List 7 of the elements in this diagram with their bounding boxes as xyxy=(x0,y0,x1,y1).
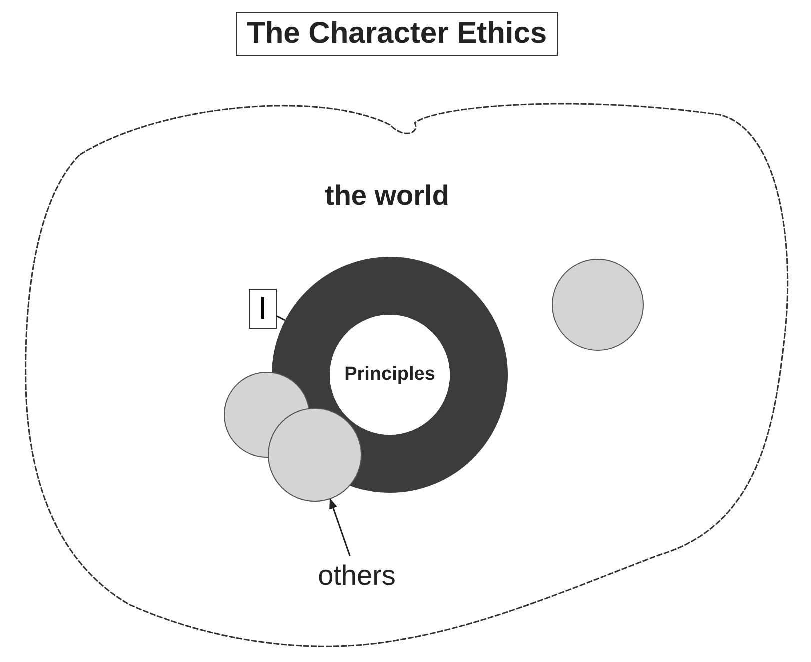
leader-line xyxy=(276,316,286,322)
arrow xyxy=(330,498,351,556)
callout-text: others xyxy=(312,556,402,596)
label-tag: I xyxy=(249,289,277,329)
center-label: Principles xyxy=(344,364,436,386)
region-label: the world xyxy=(325,180,450,212)
title-banner: The Character Ethics xyxy=(236,12,558,56)
